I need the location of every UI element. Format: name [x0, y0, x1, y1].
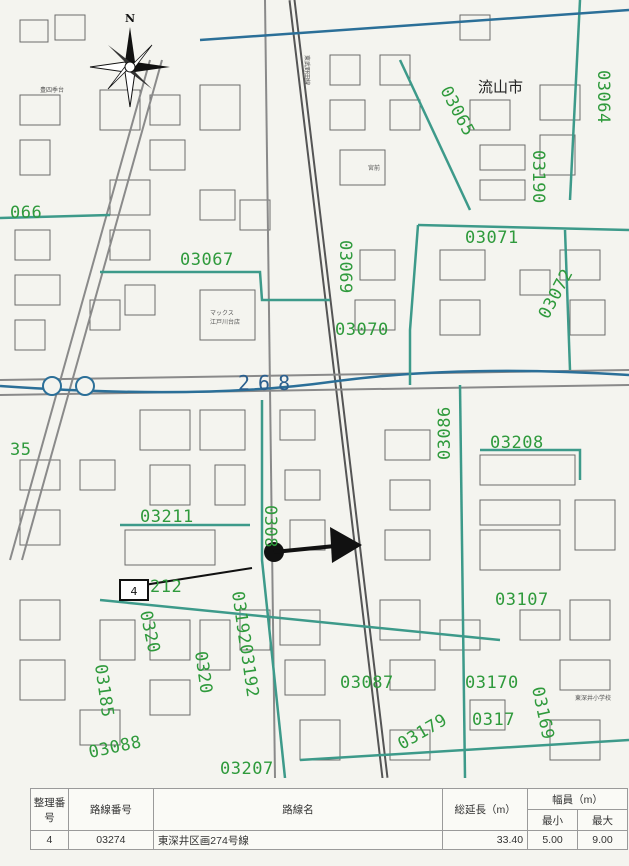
road-code: 03190 — [528, 150, 548, 204]
road-code: 212 — [150, 577, 182, 597]
cell-code: 03274 — [67, 830, 154, 850]
road-code: 066 — [10, 203, 42, 223]
road-code: 03069 — [335, 240, 355, 294]
road-code: 03208 — [490, 433, 544, 453]
road-code: 03211 — [140, 507, 194, 527]
table-row: 4 03274 東深井区画274号線 33.40 5.00 9.00 — [30, 830, 628, 850]
store-label: マックス — [210, 310, 234, 317]
place-label: 宮前 — [368, 164, 380, 172]
road-code: 03064 — [593, 70, 613, 124]
road-code: 03207 — [220, 759, 274, 778]
road-code: 03071 — [465, 228, 519, 248]
road-info-table: 整理番号 路線番号 路線名 総延長（m） 幅員（m） 最小 最大 4 03274… — [30, 788, 628, 850]
route-nodes — [42, 376, 95, 396]
compass-north-label: N — [125, 12, 135, 25]
road-code: 03070 — [335, 320, 389, 340]
school-label: 東深井小学校 — [575, 694, 611, 702]
road-network-highlight — [0, 0, 629, 778]
railway-label: 東武野田線 — [303, 55, 311, 85]
railway-line — [288, 0, 389, 778]
route-number: 268 — [238, 371, 298, 395]
map-canvas: 4 N 流山市 268 豊四季台 東武野田線 マックス 江戸川台店 宮前 東深井… — [0, 0, 629, 778]
store-label: 江戸川台店 — [210, 318, 240, 326]
place-label: 豊四季台 — [40, 86, 64, 94]
header-seq: 整理番号 — [30, 788, 69, 831]
direction-arrow-head — [330, 527, 362, 563]
cell-seq: 4 — [30, 830, 69, 850]
road-code: 03087 — [340, 673, 394, 693]
header-length: 総延長（m） — [442, 788, 529, 831]
road-code: 03067 — [180, 250, 234, 270]
city-label: 流山市 — [478, 78, 523, 96]
segment-marker[interactable]: 4 — [119, 579, 149, 601]
cell-min: 5.00 — [527, 830, 579, 850]
cell-max: 9.00 — [577, 830, 628, 850]
direction-arrow-shaft — [273, 544, 336, 554]
header-min: 最小 — [527, 809, 579, 831]
road-code: 03086 — [435, 406, 455, 460]
compass-rose-icon: N — [89, 12, 170, 108]
cell-length: 33.40 — [442, 830, 529, 850]
segment-marker-label: 4 — [131, 585, 138, 598]
header-name: 路線名 — [152, 788, 444, 831]
header-code: 路線番号 — [67, 788, 154, 831]
cell-name: 東深井区画274号線 — [152, 830, 444, 850]
header-max: 最大 — [577, 809, 628, 831]
road-code: 03107 — [495, 590, 549, 610]
road-code: 03170 — [465, 673, 519, 693]
header-width: 幅員（m） — [527, 788, 628, 810]
road-code: 35 — [10, 440, 31, 460]
map-area[interactable]: 4 N 流山市 268 豊四季台 東武野田線 マックス 江戸川台店 宮前 東深井… — [0, 0, 629, 778]
road-code: 0317 — [472, 710, 515, 730]
road-code-labels: 03065 03064 03190 066 03071 03067 03069 … — [10, 70, 613, 778]
road-code: 0308 — [260, 505, 280, 548]
